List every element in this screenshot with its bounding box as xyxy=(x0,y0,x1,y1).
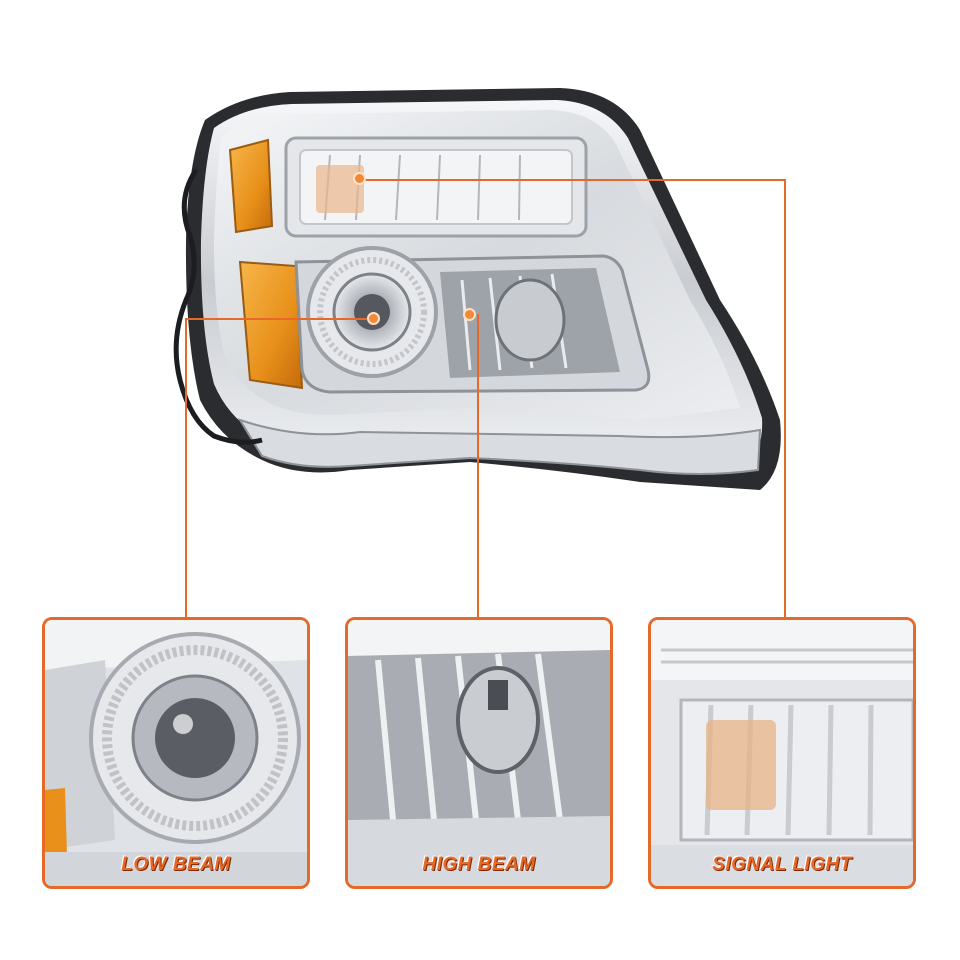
high-beam-marker xyxy=(463,308,476,321)
low-beam-label: LOW BEAM xyxy=(121,854,231,875)
high-beam-label: HIGH BEAM xyxy=(422,854,536,875)
signal-light-label: SIGNAL LIGHT xyxy=(712,854,852,875)
signal-connector-v xyxy=(784,179,786,618)
signal-light-closeup xyxy=(651,620,913,886)
high-beam-panel: HIGH BEAM xyxy=(345,617,613,889)
low-beam-closeup xyxy=(45,620,307,886)
signal-connector-h xyxy=(362,179,786,181)
signal-light-panel: SIGNAL LIGHT xyxy=(648,617,916,889)
low-beam-connector-h xyxy=(185,318,375,320)
signal-light-marker xyxy=(353,172,366,185)
low-beam-panel: LOW BEAM xyxy=(42,617,310,889)
low-beam-marker xyxy=(367,312,380,325)
high-beam-closeup xyxy=(348,620,610,886)
low-beam-connector-v xyxy=(185,318,187,618)
headlight-assembly xyxy=(173,88,781,490)
high-beam-connector-v xyxy=(477,314,479,618)
